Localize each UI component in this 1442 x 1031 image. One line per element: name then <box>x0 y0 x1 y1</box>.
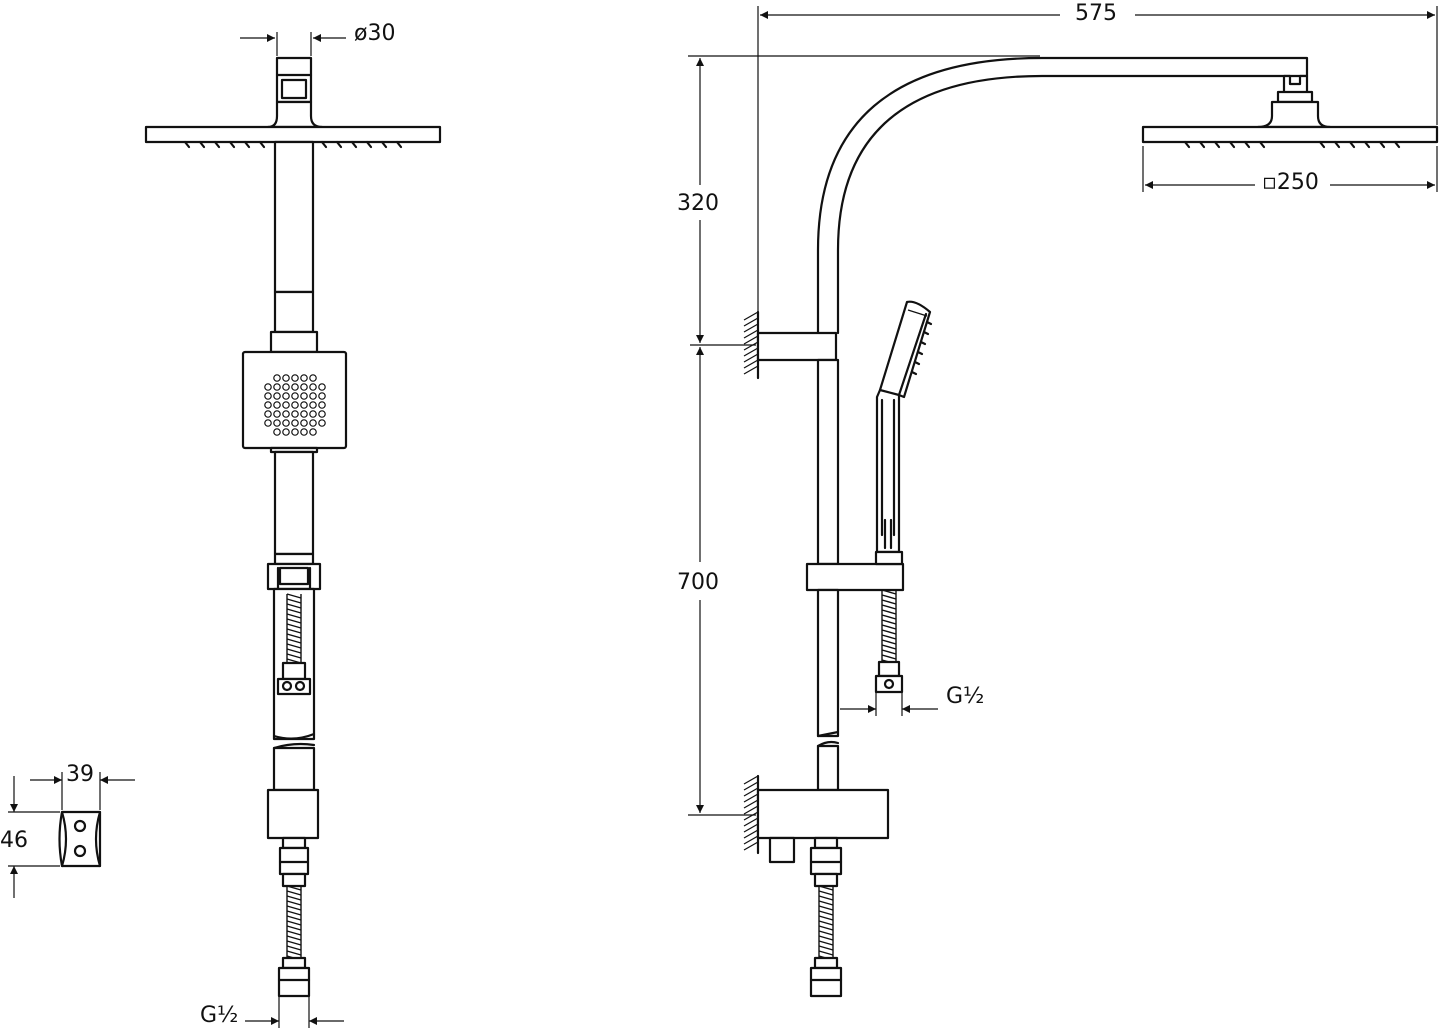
side-hose-nut <box>874 674 904 694</box>
bracket-width-label: 39 <box>66 762 94 787</box>
side-curved-arm <box>816 56 1309 335</box>
height-dimensions: 320 700 <box>677 55 1040 816</box>
side-outlet-elbow <box>768 836 796 864</box>
head-size-dimension: ▫250 <box>1142 146 1438 195</box>
front-supply-hose <box>286 885 302 961</box>
wall-bracket-detail: 39 46 <box>0 762 135 898</box>
head-size-label: ▫250 <box>1262 170 1319 195</box>
side-bottom-connector <box>809 966 843 998</box>
upper-height-label: 320 <box>677 191 719 216</box>
side-hand-shower-nozzles <box>910 320 933 376</box>
side-head-nozzles <box>1183 140 1401 149</box>
side-lower-bracket <box>756 788 890 840</box>
side-hand-shower <box>875 300 932 554</box>
pipe-diameter-dimension: ø30 <box>240 21 395 56</box>
bracket-hole-bottom <box>73 844 87 858</box>
side-riser-pipe <box>816 358 840 566</box>
front-upper-pipe <box>273 140 315 294</box>
side-upper-bracket <box>756 331 838 362</box>
lower-height-label: 700 <box>677 570 719 595</box>
front-head-nozzles <box>183 140 403 149</box>
width-label: 575 <box>1075 1 1117 26</box>
side-thread-dimension: G½ <box>840 684 984 716</box>
front-view: ø30 G½ <box>144 21 442 1028</box>
front-wall-outlet <box>266 788 320 840</box>
front-lower-pipe <box>272 746 316 792</box>
side-view: 575 ▫250 320 700 G½ <box>677 1 1439 998</box>
front-hand-shower <box>241 350 348 450</box>
side-slider <box>805 562 905 592</box>
side-thread-label: G½ <box>946 684 984 709</box>
front-hand-shower-nozzles <box>264 374 326 436</box>
front-middle-pipe <box>273 450 315 556</box>
front-thread-dimension: G½ <box>200 996 344 1028</box>
bracket-height-label: 46 <box>0 828 28 853</box>
front-thread-label: G½ <box>200 1003 238 1028</box>
side-supply-hose <box>818 885 834 961</box>
bracket-hole-top <box>73 819 87 833</box>
side-shower-head-plate <box>1141 125 1439 144</box>
front-head-neck <box>266 100 324 129</box>
front-shower-head-plate <box>144 125 442 144</box>
front-bottom-connector <box>277 966 311 998</box>
front-pipe-joint <box>273 290 315 334</box>
side-head-neck <box>1256 100 1332 129</box>
bracket-body <box>58 810 102 868</box>
side-hand-hose <box>881 589 897 665</box>
pipe-diameter-label: ø30 <box>354 21 395 46</box>
width-dimension: 575 <box>757 1 1438 312</box>
front-hand-hose <box>286 593 302 664</box>
front-hose-nut <box>281 661 307 681</box>
